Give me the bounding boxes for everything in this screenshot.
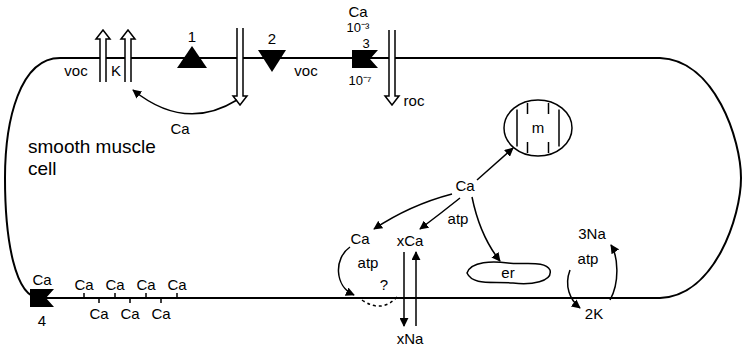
- ion-label: Ca: [120, 306, 139, 321]
- pump-arrow: [568, 270, 580, 308]
- crista-line: [558, 109, 560, 146]
- flow-arrow: [472, 197, 500, 261]
- callout-number: 1: [188, 29, 196, 44]
- channel-label: voc: [294, 63, 317, 78]
- ion-label: 3Na: [578, 226, 606, 241]
- cell-label: smooth muscle cell: [28, 136, 168, 180]
- callout-number: 2: [268, 31, 276, 46]
- ion-label: Ca: [105, 277, 124, 292]
- energy-label: atp: [358, 255, 379, 270]
- flow-arrow: [477, 148, 513, 180]
- channel-arrow: [233, 28, 247, 105]
- callout-number: 4: [38, 313, 46, 328]
- channel-label: roc: [404, 93, 425, 108]
- channel-arrow: [96, 30, 110, 82]
- ion-label: Ca: [89, 306, 108, 321]
- crista-line: [527, 142, 529, 153]
- mitochondrion: m: [503, 99, 573, 157]
- mitochondrion-membrane: [504, 100, 572, 156]
- query-mark: ?: [380, 277, 388, 292]
- pump-arrow: [610, 245, 617, 300]
- energy-label: atp: [448, 211, 469, 226]
- channel-site-triangle: [258, 50, 286, 72]
- channel-label: voc: [64, 63, 87, 78]
- ion-label: Ca: [170, 121, 189, 136]
- concentration-label: 10⁻⁷: [348, 74, 371, 87]
- crista-line: [527, 103, 529, 114]
- flow-arrow: [133, 90, 237, 114]
- channel-arrow: [385, 30, 399, 105]
- concentration-label: 10⁻³: [347, 21, 370, 34]
- flow-arrow: [374, 194, 452, 229]
- ion-label: Ca: [32, 272, 51, 287]
- organelle-label: er: [501, 264, 514, 281]
- ion-label: Ca: [167, 277, 186, 292]
- cell-membrane: [5, 58, 741, 298]
- ion-label: Ca: [350, 231, 369, 246]
- ion-label: Ca: [151, 306, 170, 321]
- exchange-arrow: [403, 252, 405, 326]
- ion-label: xCa: [397, 233, 424, 248]
- crista-line: [516, 109, 518, 146]
- ion-label: xNa: [397, 331, 424, 346]
- ion-label: Ca: [136, 277, 155, 292]
- crista-line: [548, 103, 550, 114]
- pump-arrow: [338, 247, 354, 295]
- energy-label: atp: [578, 251, 599, 266]
- ion-label: Ca: [74, 277, 93, 292]
- organelle-label: m: [532, 119, 545, 136]
- ion-label: Ca: [348, 4, 367, 19]
- er-membrane: [467, 262, 550, 284]
- ion-label: Ca: [455, 178, 474, 193]
- crista-line: [548, 142, 550, 153]
- ion-label: K: [111, 63, 121, 78]
- callout-number: 3: [362, 37, 369, 50]
- exchange-arrow: [415, 252, 417, 326]
- endoplasmic-reticulum: er: [463, 258, 553, 288]
- ion-label: 2K: [585, 306, 603, 321]
- channel-arrow: [121, 30, 135, 82]
